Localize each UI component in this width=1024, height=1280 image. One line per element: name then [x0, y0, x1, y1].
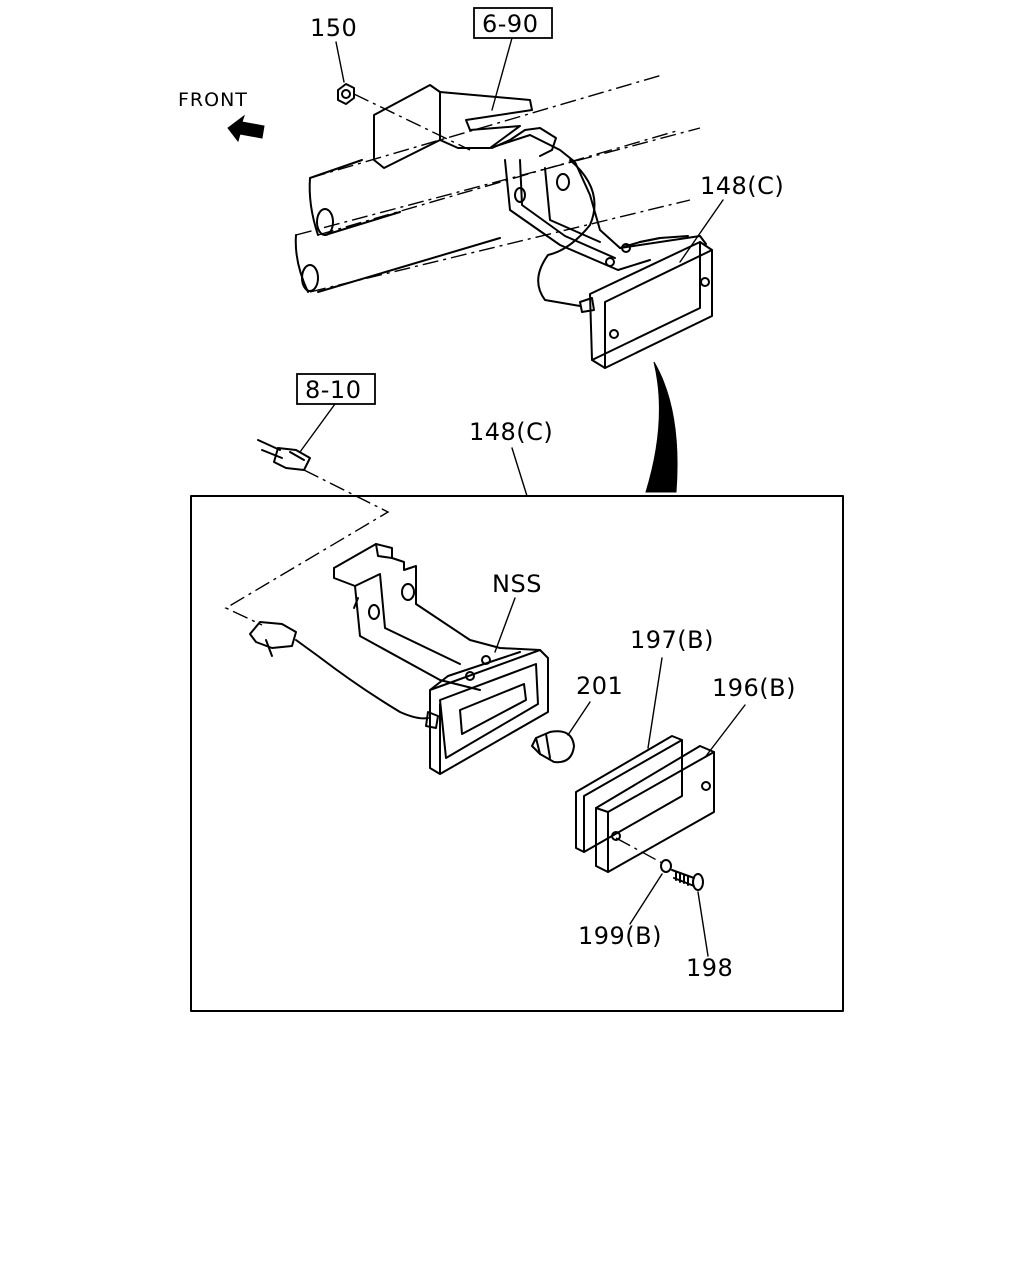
leader-197b: [647, 657, 663, 749]
callout-8-10: 8-10: [305, 376, 361, 404]
ref-box-8-10: [296, 373, 376, 405]
callout-148c-top: 148(C): [700, 172, 784, 200]
gasket-197b: [575, 735, 683, 853]
callout-148c-detail: 148(C): [469, 418, 553, 446]
washer-199b: [660, 859, 672, 873]
leader-201: [567, 701, 591, 736]
lamp-wire-plug: [579, 297, 595, 313]
ref-box-6-90: [473, 7, 553, 39]
leader-148c-top: [679, 199, 724, 263]
fastener-axis: [615, 837, 665, 865]
mounting-bracket: [373, 84, 661, 271]
callout-150: 150: [310, 14, 357, 42]
front-label: FRONT: [178, 89, 248, 111]
leader-nss: [494, 597, 516, 653]
screw-198: [671, 869, 704, 891]
callout-nss: NSS: [492, 570, 542, 598]
leader-199b: [629, 873, 663, 925]
detail-bracket: [333, 543, 541, 691]
leader-8-10: [299, 403, 336, 453]
callout-201: 201: [576, 672, 623, 700]
lens-196b: [595, 745, 715, 873]
connector-plug-top: [257, 439, 311, 471]
bulb-201: [531, 730, 575, 764]
leader-148c-detail: [511, 447, 528, 497]
connector-plug-lamp: [249, 621, 439, 729]
top-assembly: FRONT: [178, 7, 784, 493]
detail-box: 8-10 148(C): [190, 373, 844, 1012]
detail-pointer-icon: [645, 361, 678, 493]
callout-196b: 196(B): [712, 674, 796, 702]
callout-6-90: 6-90: [482, 10, 538, 38]
lamp-assembly-top: [589, 235, 713, 369]
callout-199b: 199(B): [578, 922, 662, 950]
callout-197b: 197(B): [630, 626, 714, 654]
leader-196b: [705, 704, 746, 757]
lamp-wire: [537, 159, 596, 307]
front-arrow-icon: [227, 114, 265, 143]
leader-6-90: [491, 37, 513, 111]
leader-150: [335, 41, 345, 83]
frame-rails: [294, 74, 701, 293]
callout-198: 198: [686, 954, 733, 982]
connector-link-line: [224, 469, 390, 626]
lamp-housing: [429, 649, 549, 775]
leader-198: [697, 891, 709, 957]
nut-150: [337, 83, 471, 151]
